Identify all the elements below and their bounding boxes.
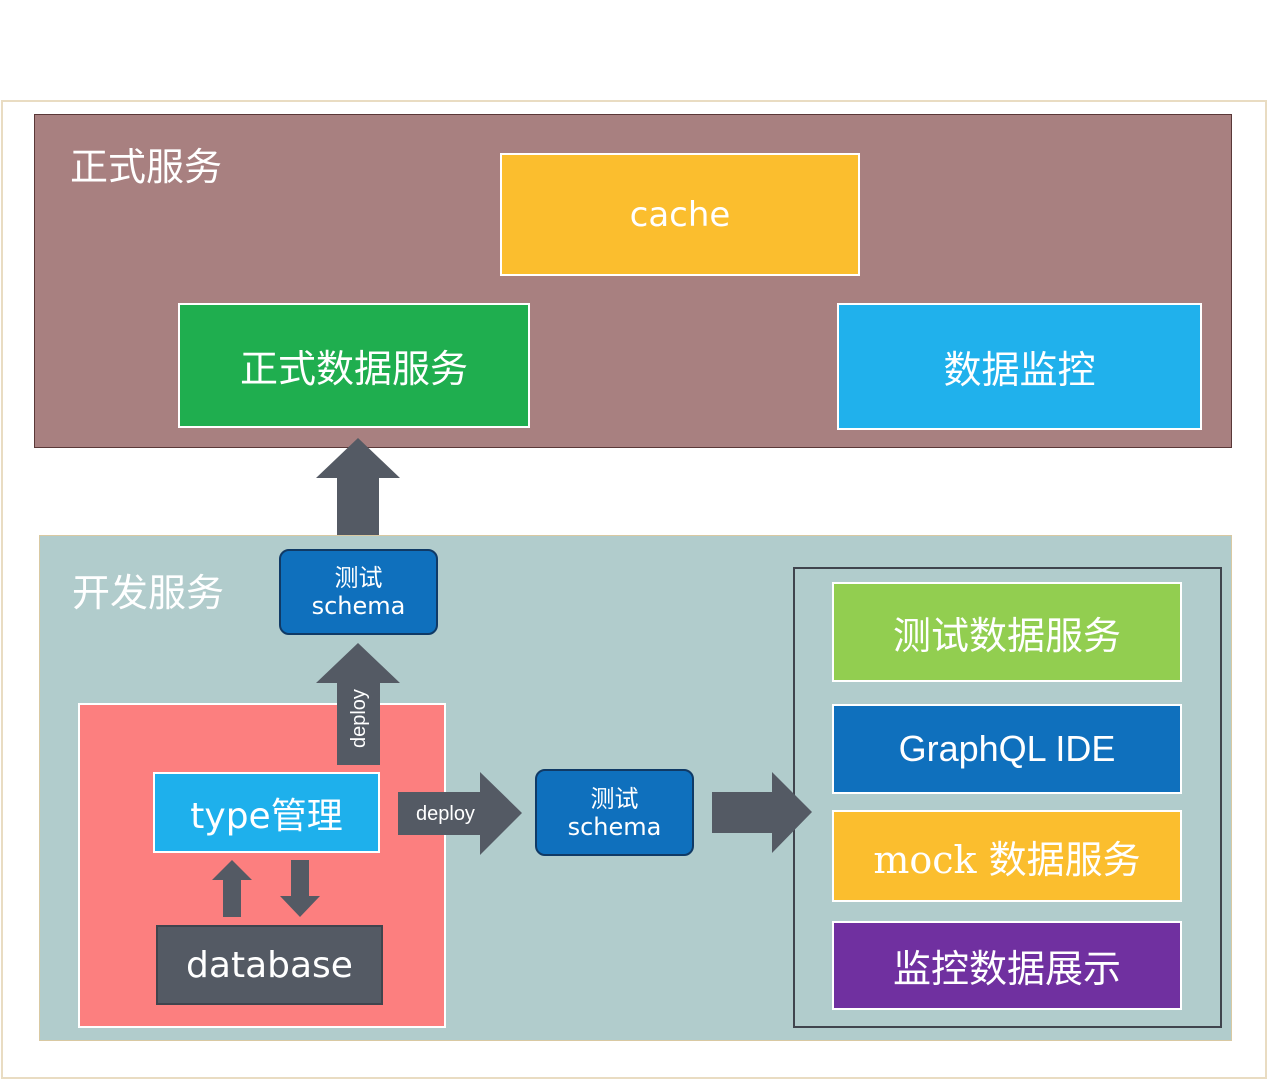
- cache-box: cache: [500, 153, 860, 276]
- deploy-horizontal-label: deploy: [416, 803, 475, 825]
- production-title: 正式服务: [70, 145, 223, 189]
- arrow-to-test-services: [712, 772, 812, 853]
- arrow-database-down: [280, 860, 320, 917]
- production-data-service-box: 正式数据服务: [178, 303, 530, 428]
- mock-data-service-box: mock 数据服务: [832, 810, 1182, 902]
- deploy-vertical-label: deploy: [348, 689, 370, 748]
- schema-top-line1: 测试: [334, 564, 383, 592]
- test-data-service-box: 测试数据服务: [832, 582, 1182, 682]
- arrow-deploy-up: [316, 643, 400, 765]
- development-title: 开发服务: [72, 571, 225, 615]
- test-schema-top: 测试 schema: [279, 549, 438, 635]
- outer-frame: [1, 100, 1267, 1079]
- arrow-database-up: [212, 860, 252, 917]
- data-monitor-box: 数据监控: [837, 303, 1202, 430]
- arrow-deploy-right: [398, 772, 522, 855]
- type-management-box: type管理: [153, 772, 380, 853]
- test-schema-middle: 测试 schema: [535, 769, 694, 856]
- monitor-data-display-box: 监控数据展示: [832, 921, 1182, 1010]
- schema-top-line2: schema: [311, 592, 406, 620]
- schema-mid-line2: schema: [567, 812, 662, 841]
- database-box: database: [156, 925, 383, 1005]
- arrow-up-to-production: [316, 438, 400, 535]
- schema-mid-line1: 测试: [590, 784, 639, 813]
- graphql-ide-box: GraphQL IDE: [832, 704, 1182, 794]
